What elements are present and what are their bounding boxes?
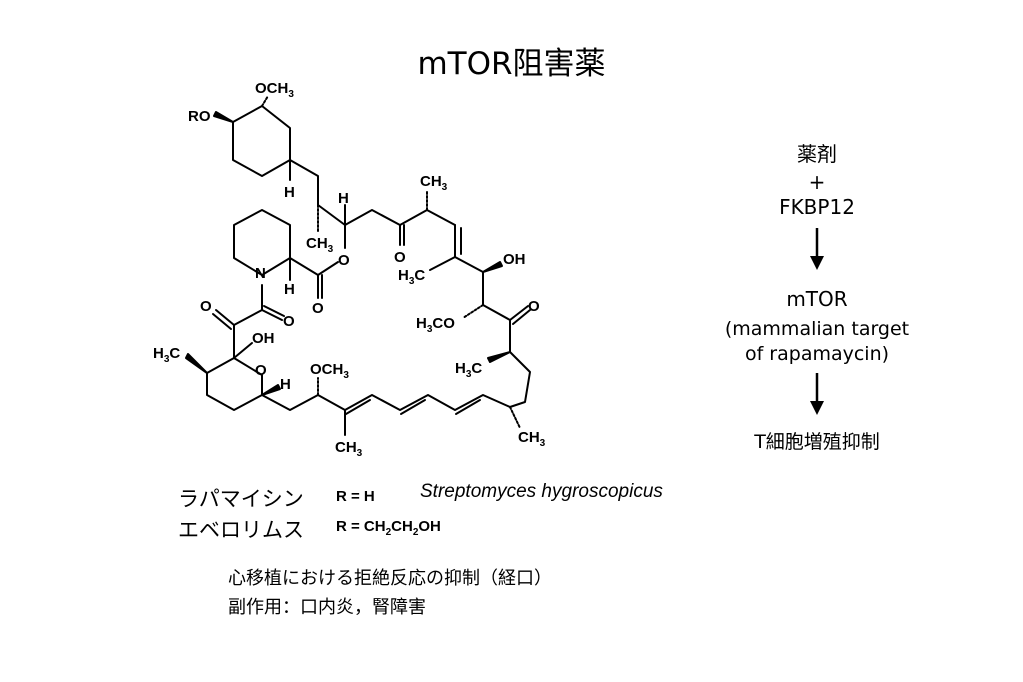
h3c-label-3: H3C <box>455 360 482 380</box>
h-label-c1: H <box>338 190 349 207</box>
mtor-label: mTOR <box>786 287 848 311</box>
arrow-down-icon <box>810 373 824 415</box>
o-ketone1-label: O <box>394 249 406 266</box>
o-ring-label: O <box>255 362 267 379</box>
side-effects-note: 副作用：口内炎，腎障害 <box>228 597 426 618</box>
r-definition-rapamycin: R = H <box>336 488 375 505</box>
effect-label: T細胞増殖抑制 <box>754 431 880 453</box>
pyran-ring <box>206 357 263 411</box>
mtor-fullname-line1: (mammalian target <box>724 318 910 340</box>
h-label-cyclohexyl: H <box>284 184 295 201</box>
oh-label-1: OH <box>503 251 526 268</box>
ch3-label-bot2: CH3 <box>335 439 363 459</box>
o-carbonyl2-label: O <box>200 298 212 315</box>
mtor-fullname-line2: of rapamaycin) <box>744 343 890 365</box>
ro-label: RO <box>188 108 211 125</box>
ch3-label-bot1: CH3 <box>518 429 546 449</box>
n-label: N <box>255 265 266 282</box>
page-title: mTOR阻害薬 <box>417 46 606 82</box>
o-carbonyl3-label: O <box>283 313 295 330</box>
o-carbonyl1-label: O <box>312 300 324 317</box>
o-ketone2-label: O <box>528 298 540 315</box>
ch3-label-top: CH3 <box>420 173 448 193</box>
h-label-pip: H <box>284 281 295 298</box>
r-definition-everolimus: R = CH2CH2OH <box>336 518 441 538</box>
rapamycin-structure: OCH3 RO H H CH3 CH3 O O H3C OH N H O O O… <box>153 80 546 459</box>
h3c-label-1: H3C <box>398 267 425 287</box>
source-organism: Streptomyces hygroscopicus <box>420 481 663 502</box>
clinical-use-note: 心移植における拒絶反応の抑制（経口） <box>228 568 552 589</box>
compound-name-rapamycin: ラパマイシン <box>178 487 304 511</box>
drug-label: 薬剤 <box>797 142 837 166</box>
och3-label-2: OCH3 <box>310 361 349 381</box>
compound-name-everolimus: エベロリムス <box>178 518 304 542</box>
h-label-ring: H <box>280 376 291 393</box>
h3co-label: H3CO <box>416 315 455 335</box>
o-ester-label: O <box>338 252 350 269</box>
arrow-down-icon <box>810 228 824 270</box>
och3-label-top: OCH3 <box>255 80 294 100</box>
plus-sign: + <box>808 170 826 194</box>
oh-label-2: OH <box>252 330 275 347</box>
cyclohexane-ring <box>232 105 291 177</box>
ch3-label-mid: CH3 <box>306 235 334 255</box>
fkbp12-label: FKBP12 <box>779 195 855 219</box>
h3c-label-2: H3C <box>153 345 180 365</box>
